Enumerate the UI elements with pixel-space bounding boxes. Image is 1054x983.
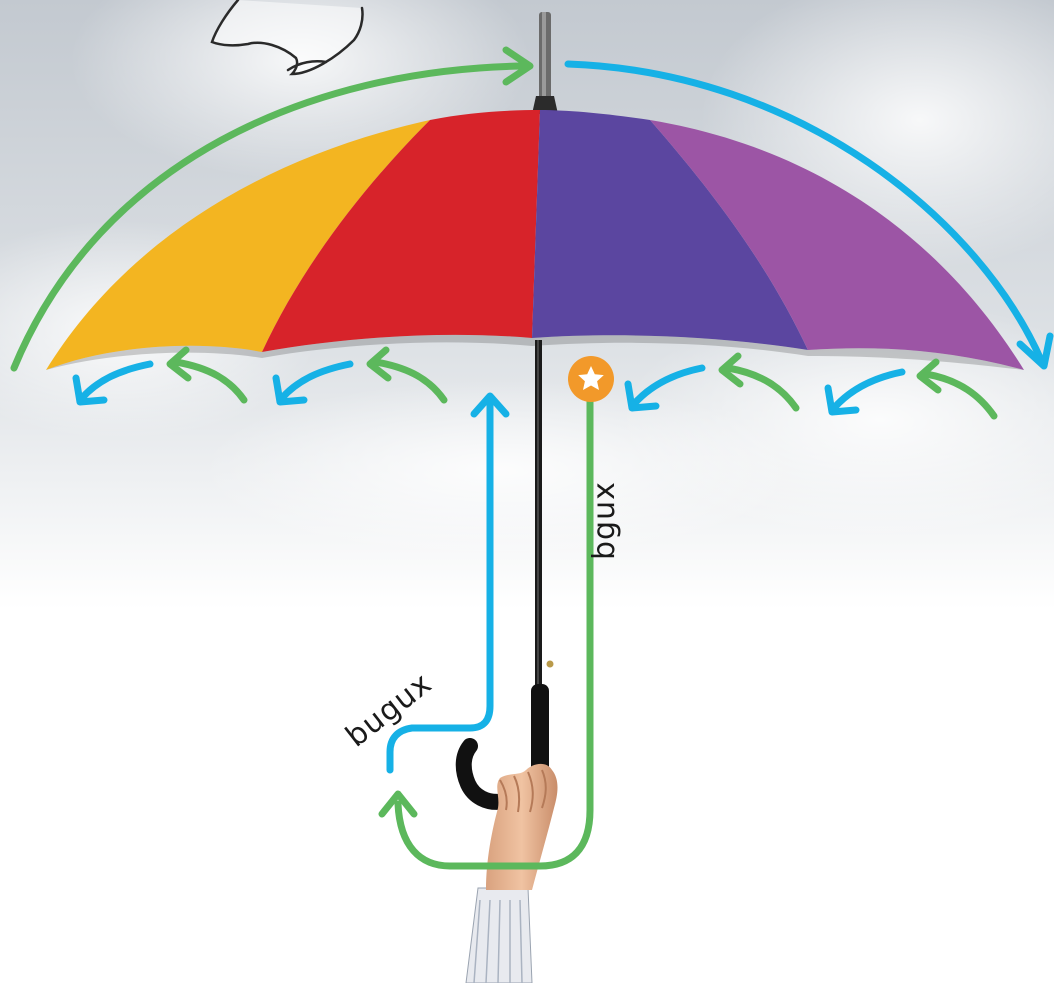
umbrella-tip	[542, 12, 546, 100]
shaft-button	[547, 661, 554, 668]
umbrella-shaft-highlight	[537, 340, 539, 700]
route-label-right: bgux	[587, 481, 622, 560]
